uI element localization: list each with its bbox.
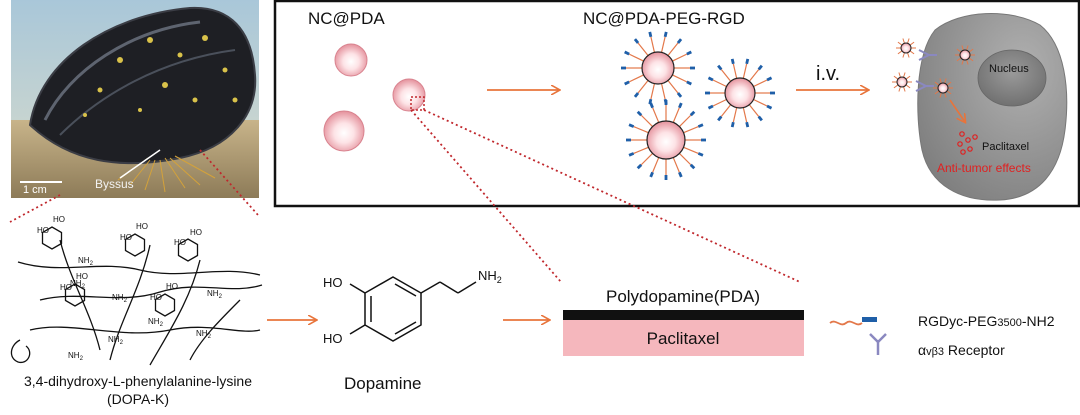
bound-particle: [892, 72, 912, 92]
nc-pda-label: NC@PDA: [308, 9, 385, 28]
bound-particle: [933, 78, 953, 98]
decorated-nanoparticles: [621, 31, 775, 180]
dopamine-ho-top: HO: [323, 275, 343, 290]
ho-label: HO: [76, 272, 88, 281]
pda-layer: [563, 310, 804, 320]
nc-pda-peg-rgd-label: NC@PDA-PEG-RGD: [583, 9, 745, 28]
rgd-cap-symbol: [862, 317, 877, 322]
ho-label: HO: [53, 215, 65, 224]
nc-pda-particles: [323, 43, 426, 152]
nh2-label: NH2: [112, 293, 128, 304]
legend-receptor-label: αvβ3 Receptor: [918, 342, 1005, 358]
ho-label: HO: [136, 222, 148, 231]
catechol-ring: [64, 283, 86, 307]
nh2-label: NH2: [68, 351, 84, 362]
nucleus: [977, 49, 1047, 107]
peg-particle: [705, 58, 775, 128]
receptor-binding: [918, 49, 937, 61]
nh2-label: NH2: [78, 256, 94, 267]
nucleus-label: Nucleus: [989, 63, 1029, 75]
paclitaxel-cell-label: Paclitaxel: [982, 141, 1029, 153]
pda-layer-label: Polydopamine(PDA): [606, 287, 760, 306]
paclitaxel-release: [957, 131, 978, 155]
scale-bar-label: 1 cm: [23, 184, 47, 196]
paclitaxel-core-label: Paclitaxel: [647, 329, 720, 348]
ho-label: HO: [60, 283, 72, 292]
ho-label: HO: [37, 226, 49, 235]
bound-particle: [896, 38, 916, 58]
peg-particle: [626, 100, 706, 180]
paclitaxel-core-layer: [563, 320, 804, 356]
dopa-k-structure: [10, 226, 263, 366]
dopamine-ho-bottom: HO: [323, 331, 343, 346]
dopa-k-name-line2: (DOPA-K): [107, 391, 169, 407]
dopamine-name: Dopamine: [344, 374, 422, 393]
nh2-label: NH2: [196, 329, 212, 340]
mussel-photo: 1 cm Byssus: [11, 0, 259, 198]
legend-peg-label: RGDyc-PEG3500-NH2: [918, 313, 1055, 329]
layer-zoom-lines: [410, 109, 801, 283]
dopa-k-name-line1: 3,4-dihydroxy-L-phenylalanine-lysine: [24, 373, 252, 389]
ho-label: HO: [120, 233, 132, 242]
catechol-ring: [154, 293, 176, 317]
byssus-label: Byssus: [95, 177, 134, 191]
ho-label: HO: [166, 282, 178, 291]
nh2-label: NH2: [207, 289, 223, 300]
ho-label: HO: [190, 228, 202, 237]
catechol-ring: [177, 238, 199, 262]
dopamine-nh2: NH2: [478, 268, 502, 285]
peg-chain-symbol: [829, 320, 863, 326]
ho-label: HO: [150, 293, 162, 302]
catechol-ring: [124, 233, 146, 257]
tumor-cell: Nucleus Paclitaxel Anti-tumor effects: [917, 13, 1068, 201]
ho-label: HO: [174, 238, 186, 247]
zoom-box: [410, 96, 425, 111]
dopamine-structure: [349, 276, 477, 342]
dopa-k-labels: HOHOHOHOHOHOHOHOHOHONH2NH2NH2NH2NH2NH2NH…: [37, 215, 223, 362]
peg-particle: [621, 31, 695, 105]
receptor-binding: [915, 80, 934, 92]
catechol-ring: [41, 226, 63, 250]
iv-label: i.v.: [816, 63, 840, 85]
bound-particle: [955, 45, 975, 65]
cell-bound-particles: [892, 38, 975, 98]
nh2-label: NH2: [148, 317, 164, 328]
legend: RGDyc-PEG3500-NH2 αvβ3 Receptor: [829, 313, 1055, 358]
antitumor-label: Anti-tumor effects: [937, 161, 1031, 175]
nh2-label: NH2: [70, 279, 86, 290]
nh2-label: NH2: [108, 335, 124, 346]
receptor-symbol: [869, 333, 887, 355]
